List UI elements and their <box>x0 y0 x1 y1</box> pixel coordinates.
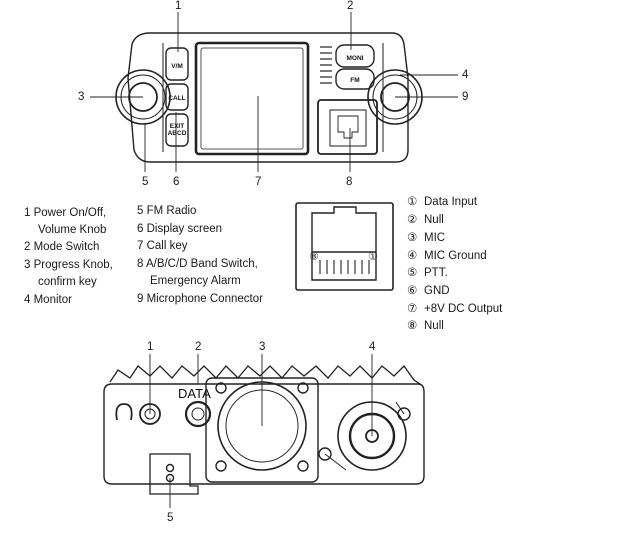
pin-label: MIC <box>424 232 446 244</box>
mount-bracket <box>149 453 199 495</box>
pin-label: GND <box>424 285 450 297</box>
abcd-button-label: ABCD <box>168 130 187 137</box>
vm-button-label: V/M <box>171 63 183 70</box>
front-panel-body <box>127 32 409 163</box>
indicator-lines <box>320 46 332 84</box>
rear-callout-1: 1 <box>147 341 154 353</box>
callout-9: 9 <box>462 91 469 103</box>
legend-item: 8 A/B/C/D Band Switch, <box>137 258 258 270</box>
pin-num: ⑤ <box>407 267 418 279</box>
legend-item: confirm key <box>38 276 97 288</box>
pin-num: ⑥ <box>407 285 418 297</box>
rj45-jack <box>295 202 394 291</box>
rear-callout-2: 2 <box>195 341 202 353</box>
callout-8: 8 <box>346 176 353 188</box>
data-port <box>184 400 212 428</box>
legend-item: 3 Progress Knob, <box>24 259 113 271</box>
pin-num: ② <box>407 214 418 226</box>
rear-callout-4: 4 <box>369 341 376 353</box>
exit-button-label: EXIT <box>170 123 184 130</box>
jack-pin-8-label: ⑧ <box>309 251 319 263</box>
front-leader-lines <box>90 12 458 172</box>
rear-leader-lines <box>149 354 373 508</box>
vm-button <box>165 47 189 81</box>
display-screen <box>194 41 310 156</box>
headset-icon <box>115 403 133 421</box>
pin-label: +8V DC Output <box>424 303 503 315</box>
legend-item: 6 Display screen <box>137 223 223 235</box>
pin-label: Null <box>424 214 444 226</box>
antenna-connector <box>318 401 411 471</box>
callout-4: 4 <box>462 69 469 81</box>
callout-3: 3 <box>78 91 85 103</box>
moni-button-label: MONI <box>347 55 364 62</box>
legend-item: 7 Call key <box>137 240 188 252</box>
rear-heatsink <box>109 364 421 385</box>
pin-num: ③ <box>407 232 418 244</box>
legend-item: Emergency Alarm <box>150 275 241 287</box>
pin-label: Null <box>424 320 444 332</box>
pin-label: PTT. <box>424 267 448 279</box>
callout-7: 7 <box>255 176 262 188</box>
legend-item: 1 Power On/Off, <box>24 207 107 219</box>
callout-1: 1 <box>175 0 182 12</box>
exit-button <box>165 113 189 147</box>
rear-callout-3: 3 <box>259 341 266 353</box>
rear-panel-body <box>103 383 425 485</box>
legend-item: Volume Knob <box>38 224 107 236</box>
pin-label: MIC Ground <box>424 250 487 262</box>
legend-item: 9 Microphone Connector <box>137 293 263 305</box>
data-port-label: DATA <box>178 386 211 401</box>
rear-callout-5: 5 <box>167 512 174 524</box>
moni-button <box>335 44 375 68</box>
pin-num: ⑧ <box>407 320 418 332</box>
pin-label: Data Input <box>424 196 478 208</box>
jack-pin-1-label: ① <box>368 251 378 263</box>
pin-num: ④ <box>407 250 418 262</box>
legend-item: 5 FM Radio <box>137 205 197 217</box>
pin-num: ① <box>407 196 418 208</box>
callout-5: 5 <box>142 176 149 188</box>
callout-6: 6 <box>173 176 180 188</box>
legend-item: 4 Monitor <box>24 294 72 306</box>
pin-num: ⑦ <box>407 303 418 315</box>
call-button <box>165 83 189 111</box>
callout-2: 2 <box>347 0 354 12</box>
mic-connector-front <box>317 99 378 155</box>
legend-item: 2 Mode Switch <box>24 241 100 253</box>
call-button-label: CALL <box>168 95 185 102</box>
fm-button-label: FM <box>350 77 359 84</box>
